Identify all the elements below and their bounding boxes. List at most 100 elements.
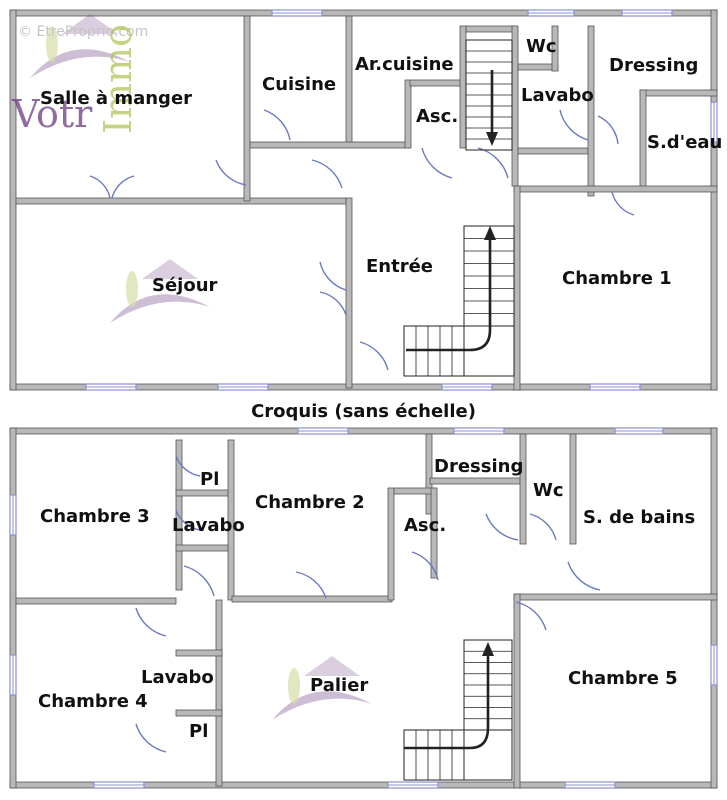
door-swing [597,115,619,145]
doors [89,109,635,753]
plan-caption: Croquis (sans échelle) [251,401,476,422]
door-swing [611,191,635,216]
door-swing [359,341,389,371]
room-wc-rdc: Wc [526,36,557,57]
door-swing [89,175,111,199]
door-swing [477,147,509,179]
wall [345,197,353,389]
arrow-up-head [484,226,496,240]
logo-header-leaf [46,26,58,62]
room-chambre-3: Chambre 3 [40,506,150,527]
arrow-up-head-etage [482,642,494,656]
wall [409,79,467,87]
door-swing [559,109,589,141]
wall [517,147,589,155]
wall [710,9,718,391]
door-swing [485,513,519,541]
wall [387,487,395,601]
room-lavabo-bas: Lavabo [141,667,214,688]
door-swing [175,455,201,477]
stair-landing [463,729,513,781]
stair-landing [463,325,515,377]
room-ascenseur-etage: Asc. [404,515,447,536]
wall [465,25,515,33]
watermark-site: © EtreProprio.com [18,24,149,40]
logo-sejour-roof [142,259,198,279]
wall [513,185,521,391]
door-swing [263,109,291,141]
door-swing [295,571,327,599]
logo-sejour-leaf [126,271,138,307]
door-swing [421,147,453,179]
wall [393,487,435,495]
door-swing [319,291,347,316]
room-dressing-rdc: Dressing [609,55,699,76]
room-ascenseur-rdc: Asc. [416,106,459,127]
arrow-up-shaft [406,234,492,352]
wall [569,433,577,545]
wall [404,79,412,149]
room-cuisine: Cuisine [262,74,337,95]
door-swing [215,159,247,186]
wall [551,25,559,72]
wall [231,595,393,603]
wall [513,593,718,601]
door-swing [175,509,201,531]
room-placard-bas: Pl [189,721,209,742]
room-chambre-2: Chambre 2 [255,492,365,513]
wall [249,141,411,149]
door-swing [111,175,135,199]
wall [710,427,718,789]
room-lavabo-haut: Lavabo [172,515,245,536]
wall [639,89,647,191]
room-dressing-etage: Dressing [434,456,524,477]
wall [15,197,347,205]
door-swing [311,159,343,189]
wall [513,593,521,789]
logo-header-roof [62,14,118,34]
wall [639,89,718,97]
room-placard-haut: Pl [200,469,220,490]
walls [9,9,718,789]
wall [175,649,223,657]
room-lavabo-rdc: Lavabo [521,85,594,106]
room-palier: Palier [310,675,369,696]
room-sejour: Séjour [152,275,218,296]
wall [519,433,527,545]
arrow-down-head [486,132,498,146]
door-swing [515,601,547,631]
room-arriere-cuisine: Ar.cuisine [355,54,454,75]
door-swing [319,261,347,291]
door-swing [183,565,215,597]
door-swing [135,607,167,637]
wall [513,185,718,193]
wall [9,427,17,789]
watermark-brand-left: Votr [12,92,93,136]
logo-palier-roof [304,656,360,676]
room-chambre-4: Chambre 4 [38,691,148,712]
door-swing [411,551,439,581]
arrow-up-shaft-etage [404,650,490,750]
wall [175,544,229,552]
watermark-brand-right: Immo [96,24,140,134]
wall [429,477,521,485]
stair-outline [403,729,465,781]
door-swing [529,513,557,541]
door-swing [135,723,167,753]
wall [9,9,17,391]
wall [9,9,718,17]
logo-palier-leaf [288,668,300,704]
room-chambre-1: Chambre 1 [562,268,672,289]
wall [430,487,438,579]
room-salle-a-manger: Salle à manger [40,88,193,109]
logo-palier-swoosh [272,691,372,720]
room-wc-etage: Wc [533,480,564,501]
door-swing [567,561,601,591]
wall [511,25,519,187]
wall [175,489,229,497]
room-salle-de-bains: S. de bains [583,507,696,528]
wall [15,597,177,605]
wall [587,25,595,197]
wall [243,15,251,202]
